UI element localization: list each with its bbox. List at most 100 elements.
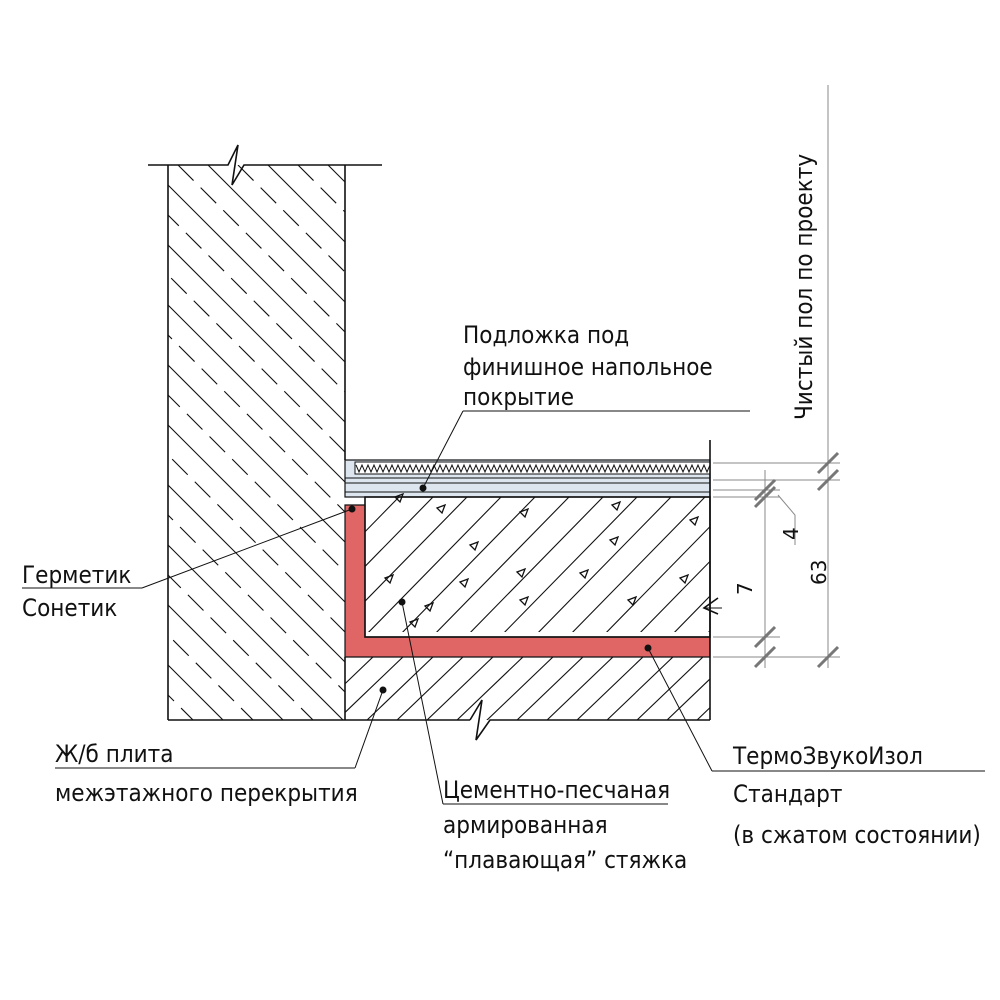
underlay-label-line2: финишное напольное [463, 353, 713, 381]
hatch-line [606, 657, 674, 720]
laminate-pattern [355, 463, 711, 474]
hatch-line [470, 497, 604, 632]
aggregate-mark [626, 595, 638, 607]
hatch-line [402, 497, 536, 632]
hatch-line [636, 657, 704, 720]
hatch-line [345, 657, 374, 685]
hatch-line [168, 634, 254, 720]
hatch-line [168, 394, 345, 573]
hatch-line [168, 334, 345, 513]
hatch-line [168, 514, 345, 693]
hatch-line [168, 184, 345, 363]
aggregate-mark [518, 595, 530, 607]
screed-label-line2: армированная [443, 811, 608, 839]
sealant-label-line1: Герметик [22, 561, 131, 589]
screed-aggregate [383, 492, 700, 629]
hatch-line [516, 657, 584, 720]
screed-label-line3: “плавающая” стяжка [443, 846, 687, 874]
hatch-line [168, 664, 224, 720]
wall-break-line [148, 144, 382, 186]
screed-hatch [365, 497, 710, 632]
aggregate-mark [458, 577, 470, 589]
hatch-line [725, 655, 795, 722]
hatch-line [168, 274, 345, 453]
hatch-line [168, 544, 344, 720]
wall [0, 165, 346, 725]
aggregate-mark [393, 492, 405, 504]
hatch-line [486, 657, 554, 720]
hatch-line [168, 574, 314, 720]
hatch-line [168, 484, 345, 663]
hatch-line [168, 214, 345, 393]
hatch-line [640, 560, 710, 632]
hatch-line [572, 497, 706, 632]
hatch-line [345, 657, 404, 714]
hatch-line [366, 657, 434, 720]
slab [168, 440, 795, 741]
aggregate-mark [515, 567, 527, 579]
aggregate-mark [383, 573, 395, 585]
aggregate-mark [608, 535, 620, 547]
hatch-line [207, 165, 345, 303]
screed-label-line1: Цементно-песчаная [443, 776, 670, 804]
dimension-underlay: 4 [779, 527, 803, 540]
hatch-line [177, 165, 345, 333]
aggregate-mark [468, 540, 480, 552]
hatch-line [365, 497, 366, 498]
hatch-line [0, 165, 168, 725]
hatch-line [396, 657, 464, 720]
hatch-line [168, 304, 345, 483]
hatch-line [168, 604, 284, 720]
hatch-line [546, 657, 614, 720]
aggregate-mark [688, 515, 700, 527]
hatch-line [456, 657, 524, 720]
hatch-line [504, 497, 638, 632]
screed [364, 492, 711, 638]
hatch-line [666, 678, 710, 720]
aggregate-mark [408, 617, 420, 629]
aggregate-mark [435, 503, 447, 515]
dimension-total: 63 [807, 560, 831, 585]
dimension-lines: 4 7 63 [713, 85, 840, 669]
underlay-callout: Подложка под финишное напольное покрытие [419, 321, 750, 492]
hatch-line [538, 497, 672, 632]
hatch-line [365, 497, 468, 602]
insulation-label-line1: ТермоЗвукоИзол [732, 742, 923, 770]
hatch-line [168, 424, 345, 603]
aggregate-mark [578, 568, 590, 580]
screed-callout: Цементно-песчаная армированная “плавающа… [398, 598, 687, 874]
aggregate-mark [610, 500, 622, 512]
hatch-line [365, 497, 434, 568]
underlay-label-line1: Подложка под [463, 321, 629, 349]
hatch-line [368, 497, 502, 632]
hatch-line [436, 497, 570, 632]
hatch-line [576, 657, 644, 720]
dimension-screed: 7 [733, 582, 757, 595]
aggregate-mark [678, 573, 690, 585]
aggregate-mark [423, 601, 435, 613]
slab-label-line2: межэтажного перекрытия [55, 779, 358, 807]
hatch-line [168, 364, 345, 543]
laminate-zigzag [355, 463, 711, 474]
hatch-line [696, 706, 710, 720]
insulation-label-line2: Стандарт [733, 780, 842, 808]
hatch-line [606, 525, 710, 632]
hatch-line [426, 657, 494, 720]
insulation-label-line3: (в сжатом состоянии) [733, 821, 981, 849]
hatch-line [168, 244, 345, 423]
hatch-line [237, 165, 345, 273]
hatch-line [674, 595, 710, 632]
clean-floor-label: Чистый пол по проекту [790, 154, 818, 420]
insulation-layer [344, 504, 711, 658]
slab-callout: Ж/б плита межэтажного перекрытия [55, 686, 387, 807]
slab-label-line1: Ж/б плита [55, 740, 173, 768]
sealant-label-line2: Сонетик [22, 594, 117, 622]
underlay-label-line3: покрытие [463, 383, 574, 411]
sealant-callout: Герметик Сонетик [22, 505, 356, 622]
slab-hatch [345, 655, 795, 722]
level-marker [702, 597, 722, 615]
wall-hatch [0, 165, 345, 725]
insulation-callout: ТермоЗвукоИзол Стандарт (в сжатом состоя… [644, 644, 985, 849]
aggregate-mark [518, 507, 530, 519]
